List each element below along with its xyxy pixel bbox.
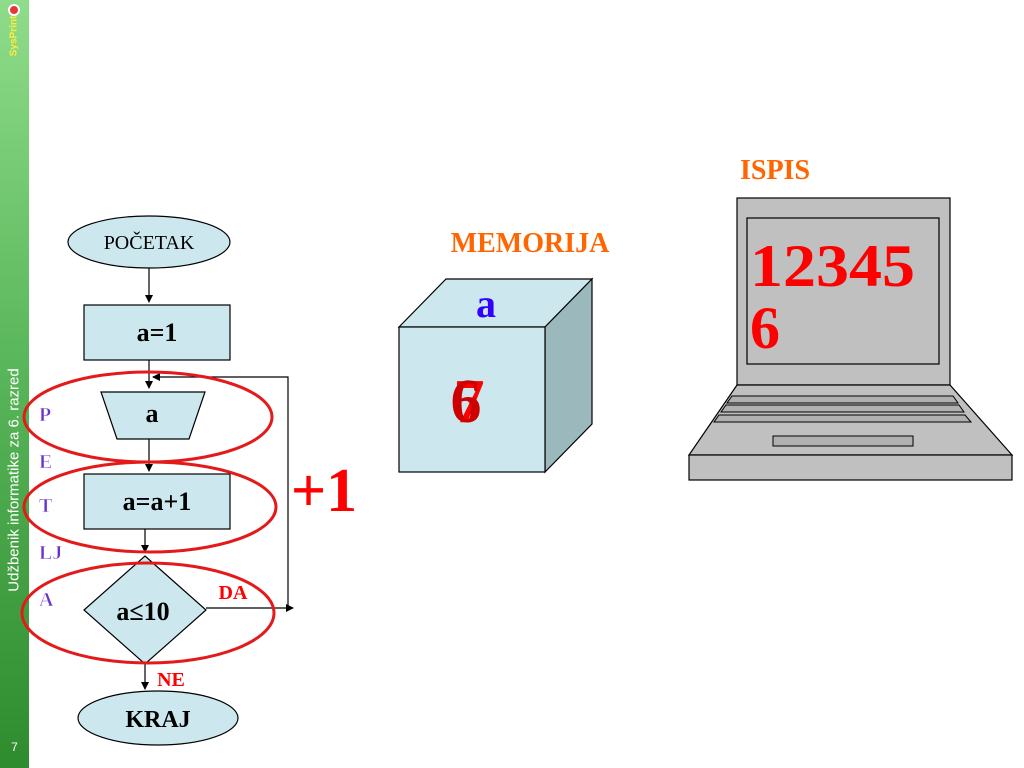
loop-letter: LJ — [39, 542, 62, 564]
keyboard-row — [713, 414, 973, 423]
loop-highlight — [20, 370, 278, 665]
increment-label: a=a+1 — [123, 487, 192, 516]
condition-label: a≤10 — [116, 597, 169, 626]
memory-title: MEMORIJA — [451, 228, 610, 259]
memory-value-current: 6 — [451, 368, 482, 436]
logo-emblem-icon — [8, 4, 20, 16]
keyboard-row — [726, 395, 959, 404]
page-number: 7 — [11, 740, 18, 754]
start-label: POČETAK — [104, 230, 195, 254]
loop-letter: A — [39, 589, 54, 611]
loop-ellipse-increment — [22, 460, 278, 554]
laptop-base — [688, 454, 1013, 481]
input-label: a — [146, 399, 159, 428]
output-line-2: 6 — [750, 295, 780, 361]
assign-label: a=1 — [137, 318, 178, 347]
laptop-touchpad — [772, 435, 914, 447]
assign-process — [83, 304, 231, 361]
memory-variable-name: a — [476, 281, 496, 326]
cube-front — [398, 326, 546, 473]
laptop: ISPIS 12345 6 — [687, 155, 1014, 481]
input-output-shape — [100, 391, 206, 440]
output-line-1: 12345 — [750, 233, 915, 299]
memory-value-previous: 7 — [454, 368, 485, 436]
increment-process — [83, 473, 231, 530]
loop-letter: T — [39, 495, 53, 517]
flowchart: POČETAK a=1 a a=a+1 a≤10 DA NE KRAJ +1 — [67, 215, 357, 746]
publisher-logo: SysPrint — [4, 2, 25, 62]
loop-letter: E — [39, 451, 52, 473]
loop-ellipse-condition — [20, 561, 276, 665]
end-terminal — [77, 690, 239, 746]
keyboard-row — [720, 404, 965, 413]
end-label: KRAJ — [125, 707, 190, 733]
loop-increment-label: +1 — [291, 457, 357, 525]
no-label: NE — [157, 669, 185, 691]
loop-letter: P — [39, 404, 51, 426]
yes-label: DA — [219, 582, 248, 604]
sidebar: SysPrint Udžbenik informatike za 6. razr… — [0, 0, 29, 768]
output-title: ISPIS — [740, 155, 810, 186]
memory-cube: MEMORIJA a 7 6 — [397, 228, 610, 474]
loop-letters: P E T LJ A — [39, 404, 63, 612]
laptop-screen — [746, 217, 940, 365]
